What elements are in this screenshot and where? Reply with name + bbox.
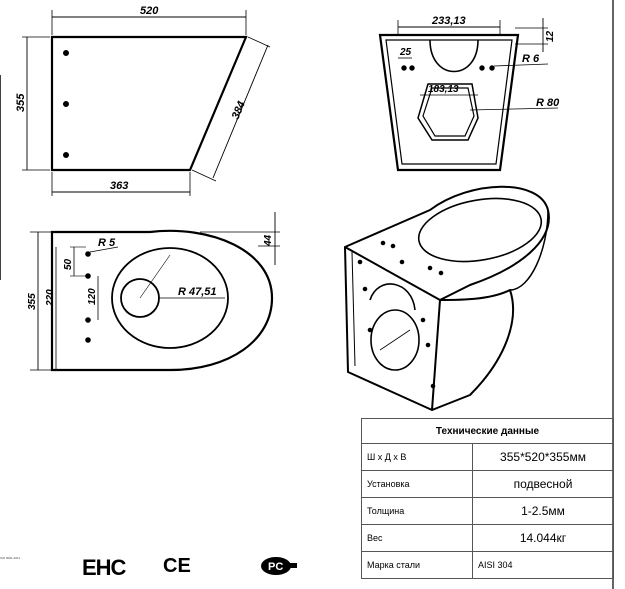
- dim-front-height: 355: [15, 93, 27, 112]
- spec-label: Установка: [361, 470, 473, 498]
- front-view: [22, 10, 271, 196]
- dim-side-inner-width: 183,13: [428, 84, 459, 95]
- spec-label: Толщина: [361, 497, 473, 525]
- ce-mark-logo: CE: [163, 555, 191, 577]
- isometric-top-surface: [344, 185, 550, 301]
- spec-value: 355*520*355мм: [472, 443, 614, 471]
- dim-side-top-offset: 12: [545, 30, 556, 42]
- spec-label: Марка стали: [361, 551, 473, 579]
- spec-value: 14.044кг: [472, 524, 614, 552]
- spec-row: Марка стали AISI 304: [361, 551, 614, 579]
- dim-side-small-offset: 25: [399, 47, 412, 58]
- spec-table: Технические данные Ш х Д х В 355*520*355…: [361, 418, 614, 579]
- spec-row: Ш х Д х В 355*520*355мм: [361, 443, 614, 471]
- dim-top-radius-bowl: R 47,51: [178, 286, 217, 298]
- dim-top-hole-offset: 50: [63, 258, 74, 270]
- dim-top-radius-hole: R 5: [98, 237, 116, 249]
- spec-label: Ш х Д х В: [361, 443, 473, 471]
- svg-text:PC: PC: [268, 561, 283, 573]
- dim-side-width-top: 233,13: [431, 15, 466, 27]
- iso-certificate-logo: ISO 9001-2011: [0, 556, 46, 560]
- top-view-outline: [50, 229, 274, 372]
- isometric-view: [344, 185, 550, 411]
- dim-side-radius-hole: R 6: [522, 53, 540, 65]
- spec-label: Вес: [361, 524, 473, 552]
- iso-certificate-text: ISO 9001-2011: [0, 556, 21, 560]
- dim-front-width-top: 520: [140, 5, 159, 17]
- spec-row: Толщина 1-2.5мм: [361, 497, 614, 525]
- dim-top-base-height: 220: [45, 289, 56, 307]
- eac-mark-logo: ЕНС: [82, 555, 126, 580]
- gost-icon: PC: [261, 557, 297, 575]
- spec-row: Вес 14.044кг: [361, 524, 614, 552]
- spec-table-title: Технические данные: [361, 418, 614, 444]
- side-view: [378, 18, 559, 172]
- dim-top-depth: 44: [263, 234, 274, 247]
- spec-value: AISI 304: [472, 551, 614, 579]
- spec-value: подвесной: [472, 470, 614, 498]
- front-view-outline: [50, 35, 248, 172]
- spec-row: Установка подвесной: [361, 470, 614, 498]
- side-view-outline: [378, 33, 520, 172]
- dim-top-height: 355: [27, 293, 38, 310]
- gost-mark-logo: PC: [258, 555, 298, 582]
- dim-front-slant: 384: [230, 100, 248, 122]
- dim-side-radius-outlet: R 80: [536, 97, 560, 109]
- top-view: [30, 212, 280, 372]
- dim-top-hole-spacing: 120: [87, 288, 98, 305]
- dim-front-width-bottom: 363: [110, 180, 128, 192]
- spec-value: 1-2.5мм: [472, 497, 614, 525]
